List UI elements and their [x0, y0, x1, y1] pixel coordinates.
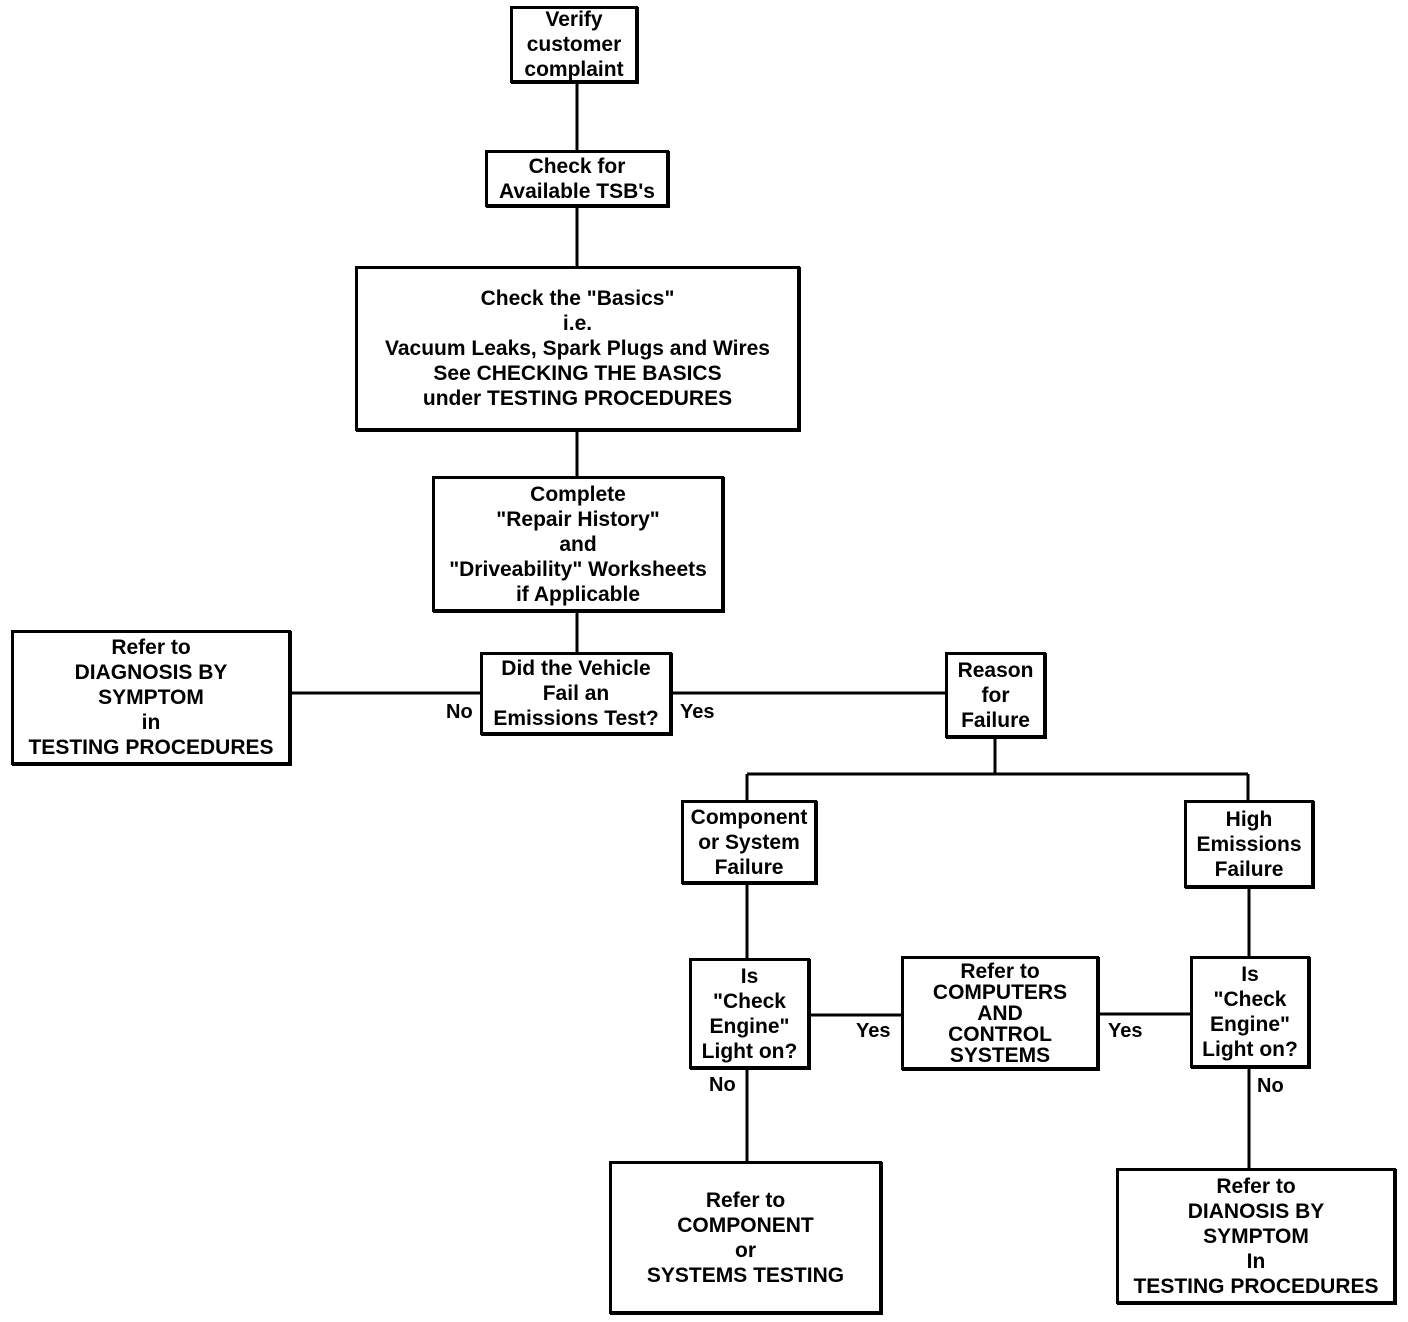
- box-text-line: CONTROL: [948, 1022, 1052, 1046]
- box-text-line: Is: [1241, 963, 1259, 986]
- box-text-line: See CHECKING THE BASICS: [433, 362, 722, 385]
- box-text-line: Check for: [528, 154, 626, 178]
- box-text-line: Vacuum Leaks, Spark Plugs and Wires: [385, 337, 770, 360]
- box-text-line: TESTING PROCEDURES: [1133, 1274, 1379, 1298]
- box-text-line: Fail an: [542, 682, 610, 705]
- box-text-line: Available TSB's: [499, 179, 655, 203]
- box-text-line: Component: [690, 805, 808, 829]
- box-text-line: Check the "Basics": [480, 287, 675, 310]
- box-text-line: if Applicable: [515, 582, 641, 606]
- box-text-line: AND: [977, 1001, 1023, 1025]
- box-text-line: Did the Vehicle: [501, 657, 651, 680]
- box-text-line: COMPUTERS: [932, 980, 1068, 1004]
- box-text-line: Reason: [957, 658, 1034, 682]
- box-text-line: SYMPTOM: [98, 686, 204, 709]
- box-text-line: Light on?: [701, 1039, 798, 1063]
- box-text-line: TESTING PROCEDURES: [28, 736, 274, 759]
- box-text-line: or System: [698, 830, 800, 854]
- check-basics-box: Check the "Basics"i.e.Vacuum Leaks, Spar…: [355, 266, 800, 431]
- box-text-line: SYSTEMS TESTING: [646, 1263, 845, 1287]
- box-text-line: Refer to: [1216, 1174, 1296, 1198]
- box-text-line: Failure: [1214, 857, 1284, 881]
- box-text-line: Refer to: [111, 636, 191, 659]
- box-text-line: SYSTEMS: [949, 1043, 1051, 1067]
- box-text-line: or: [735, 1238, 756, 1262]
- box-text-line: Refer to: [960, 959, 1040, 983]
- box-text-line: Light on?: [1202, 1038, 1298, 1061]
- box-text-line: "Repair History": [496, 507, 660, 531]
- box-text-line: Emissions Test?: [493, 707, 659, 730]
- repair-history-box: Complete"Repair History"and"Driveability…: [432, 476, 724, 612]
- edge-label-check-left-no: No: [709, 1074, 736, 1096]
- box-text-line: Verify: [545, 8, 603, 31]
- box-text-line: "Check: [713, 989, 786, 1013]
- box-text-line: and: [559, 532, 597, 556]
- box-text-line: "Check: [1213, 988, 1287, 1011]
- box-text-line: Complete: [530, 482, 626, 506]
- box-text-line: Emissions: [1196, 832, 1302, 856]
- box-text-line: for: [981, 683, 1010, 707]
- box-text-line: Failure: [961, 708, 1030, 732]
- box-text-line: Is: [740, 964, 759, 988]
- box-text-line: customer: [526, 33, 622, 56]
- box-text-line: in: [141, 711, 161, 734]
- edge-label-check-right-yes: Yes: [1108, 1020, 1143, 1042]
- edge-label-check-right-no: No: [1257, 1075, 1284, 1097]
- box-text-line: Failure: [714, 855, 784, 879]
- box-text-line: COMPONENT: [677, 1213, 814, 1237]
- box-text-line: High: [1225, 807, 1273, 831]
- box-text-line: under TESTING PROCEDURES: [422, 387, 733, 410]
- box-text-line: Engine": [1210, 1013, 1290, 1036]
- box-text-line: DIAGNOSIS BY: [74, 661, 228, 684]
- box-text-line: DIANOSIS BY: [1187, 1199, 1325, 1223]
- box-text-line: In: [1246, 1249, 1266, 1273]
- edge-label-emissions-yes: Yes: [680, 701, 715, 723]
- box-text-line: Engine": [709, 1014, 790, 1038]
- box-text-line: i.e.: [562, 312, 593, 335]
- box-text-line: complaint: [524, 58, 624, 81]
- box-text-line: "Driveability" Worksheets: [449, 557, 707, 581]
- box-text-line: SYMPTOM: [1203, 1224, 1309, 1248]
- edge-label-check-left-yes: Yes: [856, 1020, 891, 1042]
- edge-label-emissions-no: No: [446, 701, 473, 723]
- box-text-line: Refer to: [705, 1188, 786, 1212]
